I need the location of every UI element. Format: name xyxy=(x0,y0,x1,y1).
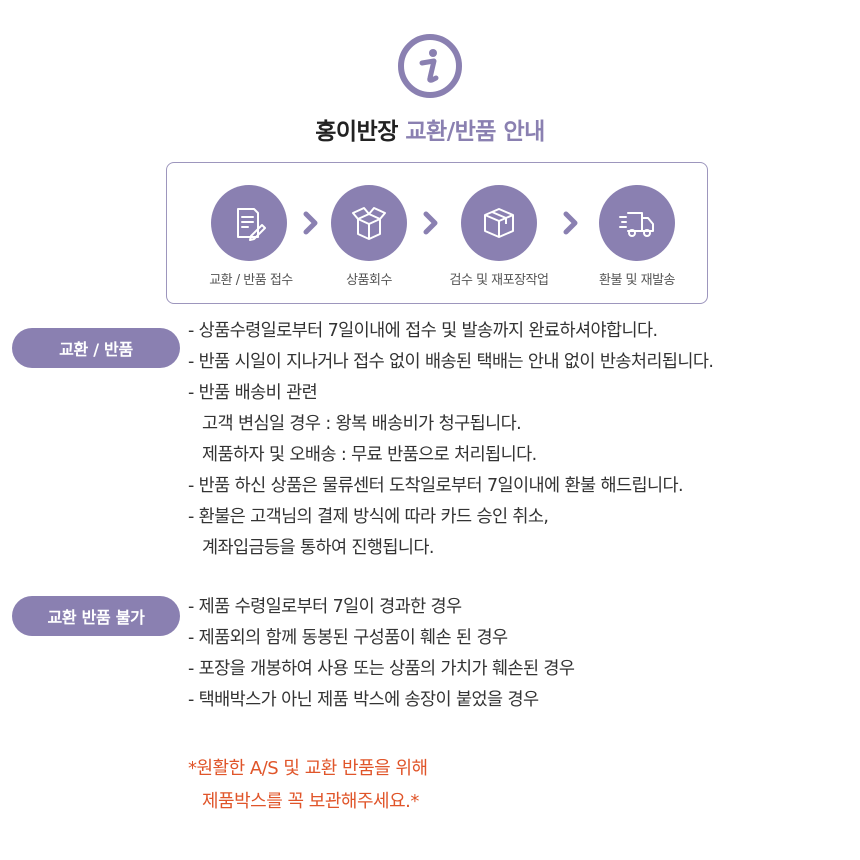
list-item: - 상품수령일로부터 7일이내에 접수 및 발송까지 완료하셔야합니다. xyxy=(188,321,658,341)
not-allowed-list: - 제품 수령일로부터 7일이 경과한 경우 - 제품외의 함께 동봉된 구성품… xyxy=(188,592,575,716)
list-item: - 반품 하신 상품은 물류센터 도착일로부터 7일이내에 환불 해드립니다. xyxy=(188,476,684,496)
list-item: 계좌입금등을 통하여 진행됩니다. xyxy=(202,538,434,558)
list-item: 제품하자 및 오배송 : 무료 반품으로 처리됩니다. xyxy=(202,445,537,465)
document-pencil-icon xyxy=(211,185,287,261)
open-box-icon xyxy=(331,185,407,261)
step-label-3: 검수 및 재포장작업 xyxy=(449,273,549,288)
notice-line-2: 제품박스를 꼭 보관해주세요.* xyxy=(202,791,419,812)
list-item: - 제품 수령일로부터 7일이 경과한 경우 xyxy=(188,597,462,617)
list-item: - 반품 배송비 관련 xyxy=(188,383,318,403)
list-item: - 반품 시일이 지나거나 접수 없이 배송된 택배는 안내 없이 반송처리됩니… xyxy=(188,352,714,372)
chevron-right-icon xyxy=(423,211,438,235)
list-item: - 환불은 고객님의 결제 방식에 따라 카드 승인 취소, xyxy=(188,507,549,527)
step-label-1: 교환 / 반품 접수 xyxy=(209,273,293,288)
list-item: - 택배박스가 아닌 제품 박스에 송장이 붙었을 경우 xyxy=(188,690,539,710)
package-box-icon xyxy=(461,185,537,261)
delivery-truck-icon xyxy=(599,185,675,261)
notice-line-1: *원활한 A/S 및 교환 반품을 위해 xyxy=(188,758,428,779)
list-item: 고객 변심일 경우 : 왕복 배송비가 청구됩니다. xyxy=(202,414,522,434)
step-label-4: 환불 및 재발송 xyxy=(598,273,676,288)
chevron-right-icon xyxy=(303,211,318,235)
list-item: - 제품외의 함께 동봉된 구성품이 훼손 된 경우 xyxy=(188,628,508,648)
step-label-2: 상품회수 xyxy=(346,273,392,288)
page-title: 홍이반장 교환/반품 안내 xyxy=(0,112,860,146)
title-brand: 홍이반장 xyxy=(315,119,398,145)
exchange-return-list: - 상품수령일로부터 7일이내에 접수 및 발송까지 완료하셔야합니다. - 반… xyxy=(188,316,714,564)
list-item: - 포장을 개봉하여 사용 또는 상품의 가치가 훼손된 경우 xyxy=(188,659,575,679)
info-icon xyxy=(398,34,462,98)
exchange-return-pill: 교환 / 반품 xyxy=(12,328,180,368)
process-steps-box: 교환 / 반품 접수 상품회수 검수 및 재포장작업 환불 및 재발송 xyxy=(166,162,708,304)
chevron-right-icon xyxy=(563,211,578,235)
notice-text: *원활한 A/S 및 교환 반품을 위해 제품박스를 꼭 보관해주세요.* xyxy=(188,752,428,818)
not-allowed-pill: 교환 반품 불가 xyxy=(12,596,180,636)
title-accent: 교환/반품 안내 xyxy=(405,119,545,145)
